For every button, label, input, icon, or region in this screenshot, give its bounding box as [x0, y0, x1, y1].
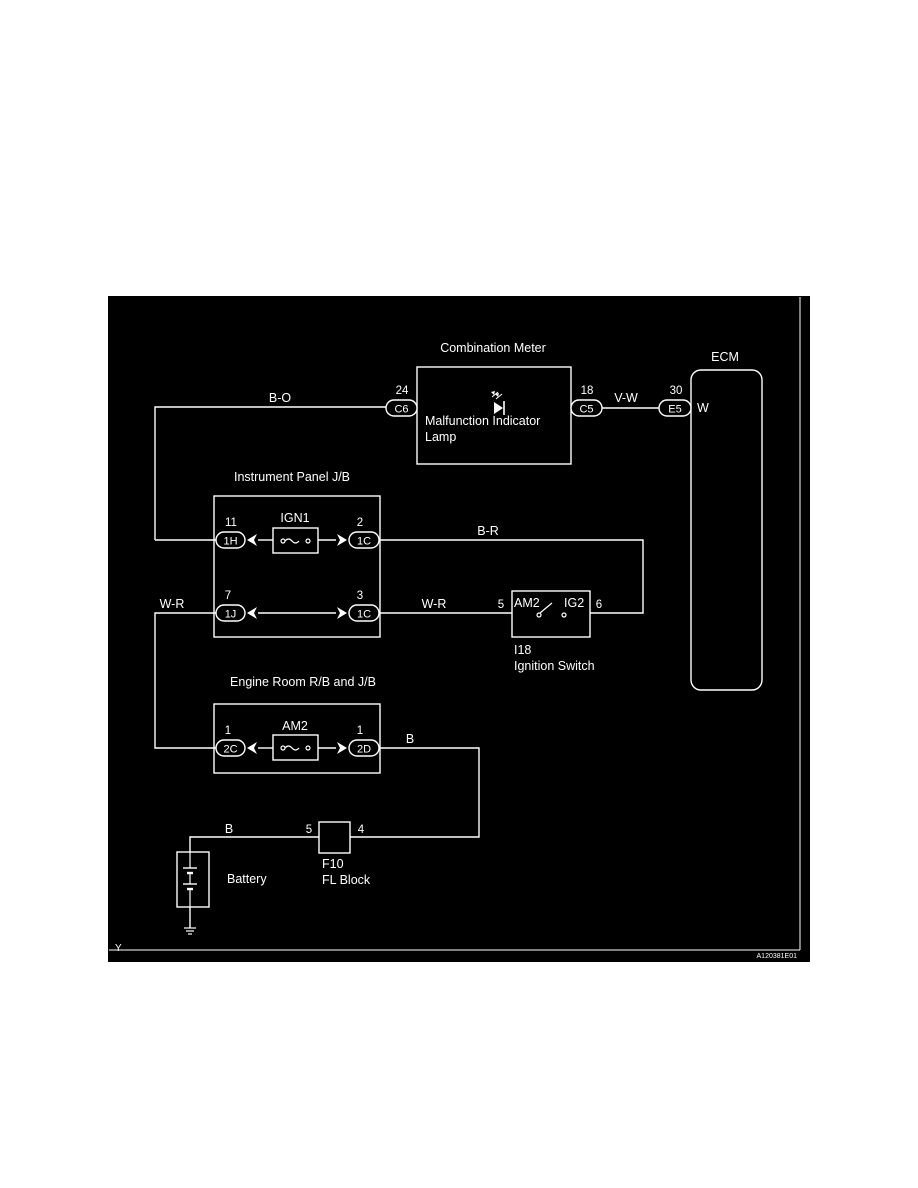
connector-e5 [658, 399, 692, 417]
am2-fuse-label: AM2 [282, 719, 308, 733]
connector-c5 [570, 399, 603, 417]
chevron-1j [247, 607, 257, 619]
connector-1c-bottom-id: 1C [357, 609, 371, 621]
fl-block-name: FL Block [322, 873, 371, 887]
ecm-box [690, 369, 763, 691]
lamp-label-line2: Lamp [425, 430, 456, 444]
wire-label-b-lower: B [225, 822, 233, 836]
connector-c5-id: C5 [579, 404, 593, 416]
connector-2d [348, 739, 380, 757]
connector-1h-id: 1H [223, 536, 237, 548]
wire-label-b-upper: B [406, 732, 414, 746]
pin-2d: 1 [357, 725, 363, 737]
instrument-panel-jb-box [213, 495, 381, 638]
connector-2c [215, 739, 246, 757]
connector-chevrons [247, 534, 347, 754]
wire-label-b-r: B-R [477, 524, 499, 538]
ground-icon [184, 927, 196, 935]
connector-c6-id: C6 [394, 404, 408, 416]
pin-1c-top: 2 [357, 517, 363, 529]
ignition-ig2-label: IG2 [564, 596, 584, 610]
combination-meter-box [416, 366, 572, 465]
wire-b-upper [350, 747, 480, 838]
ign1-fuse-label: IGN1 [280, 511, 309, 525]
pin-ignition-left: 5 [498, 599, 504, 611]
fl-block-box [318, 821, 351, 854]
wire-label-v-w: V-W [614, 391, 638, 405]
wiring [154, 406, 659, 928]
chevron-2d [337, 742, 347, 754]
engine-room-rb-jb-box [213, 703, 381, 774]
connector-1c-top [348, 531, 380, 549]
ignition-am2-label: AM2 [514, 596, 540, 610]
pin-1h: 11 [225, 517, 237, 529]
corner-mark: Y [115, 943, 122, 954]
connector-1j [215, 604, 246, 622]
instrument-panel-jb-title: Instrument Panel J/B [234, 470, 350, 484]
ignition-switch-name: Ignition Switch [514, 659, 595, 673]
connector-1j-id: 1J [225, 609, 237, 621]
pin-e5: 30 [670, 385, 683, 397]
connector-1h [215, 531, 246, 549]
pin-c6: 24 [396, 385, 409, 397]
battery-label: Battery [227, 872, 267, 886]
connector-pills [215, 399, 692, 757]
ecm-title: ECM [711, 350, 739, 364]
battery-box [176, 851, 210, 908]
wire-b-lower [189, 836, 319, 852]
wire-w-r-left [154, 612, 216, 749]
combination-meter-title: Combination Meter [440, 341, 546, 355]
connector-1c-bottom [348, 604, 380, 622]
chevron-1c-bottom [337, 607, 347, 619]
ecm-pin-label: W [697, 401, 709, 415]
pin-fl-left: 5 [306, 824, 312, 836]
connector-c6 [385, 399, 418, 417]
wire-b-r [379, 539, 644, 614]
ignition-switch-contact-icon [536, 602, 567, 618]
chevron-1h [247, 534, 257, 546]
battery-icon [183, 852, 197, 907]
pin-1c-bottom: 3 [357, 590, 363, 602]
connector-2c-id: 2C [223, 744, 237, 756]
lamp-label-line1: Malfunction Indicator [425, 414, 540, 428]
connector-2d-id: 2D [357, 744, 371, 756]
engine-room-rb-jb-title: Engine Room R/B and J/B [230, 675, 376, 689]
ignition-switch-code: I18 [514, 643, 531, 657]
figure-code: A120381E01 [757, 953, 798, 960]
wire-label-w-r-mid: W-R [422, 597, 447, 611]
am2-fuse-icon [280, 745, 311, 751]
fl-block-code: F10 [322, 857, 344, 871]
pin-fl-right: 4 [358, 824, 365, 836]
wire-label-b-o: B-O [269, 391, 292, 405]
pin-c5: 18 [581, 385, 594, 397]
connector-e5-id: E5 [668, 404, 681, 416]
ign1-fuse-icon [280, 538, 311, 544]
connector-1c-top-id: 1C [357, 536, 371, 548]
wire-b-o [154, 406, 386, 540]
ignition-switch-box [511, 590, 591, 638]
pin-1j: 7 [225, 590, 231, 602]
wire-label-w-r-left: W-R [160, 597, 185, 611]
led-icon [491, 391, 505, 415]
chevron-2c [247, 742, 257, 754]
pin-2c: 1 [225, 725, 231, 737]
pin-ignition-right: 6 [596, 599, 602, 611]
chevron-1c-top [337, 534, 347, 546]
